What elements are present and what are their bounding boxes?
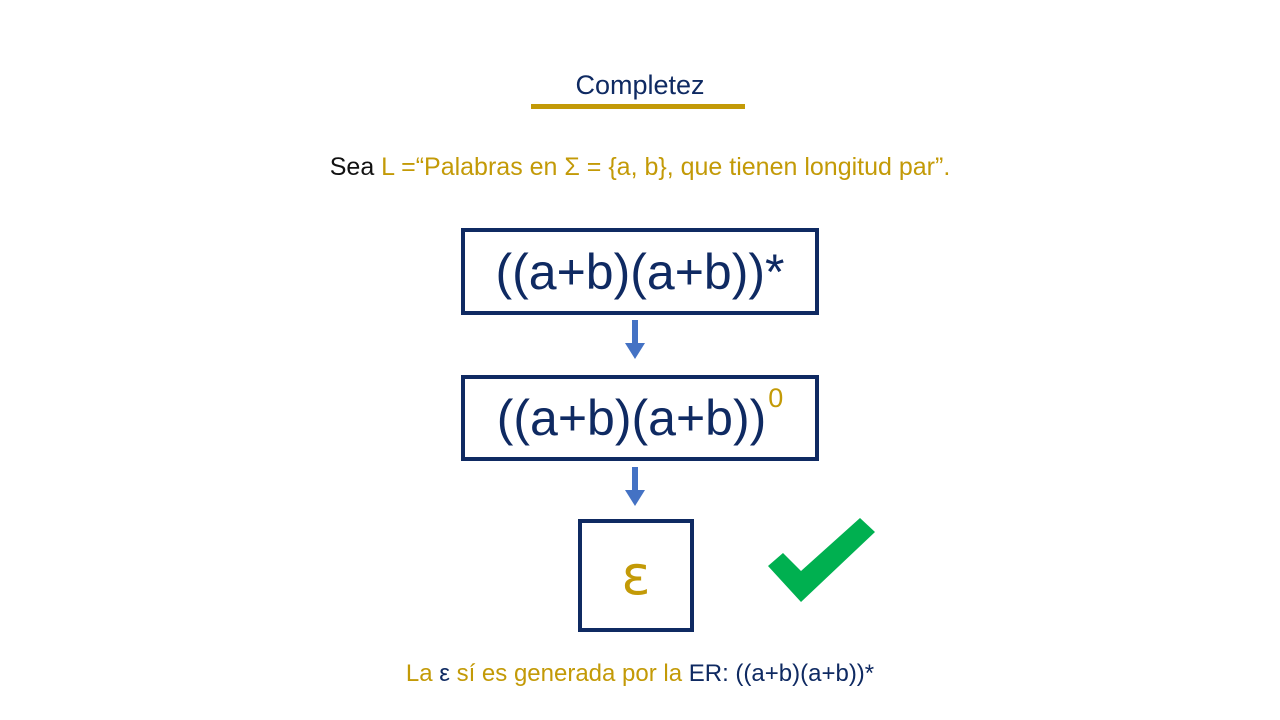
regex-zero-power-box: ((a+b)(a+b))0 [461,375,819,461]
footer-part1: La [405,660,440,687]
regex-text: ((a+b)(a+b))* [495,243,785,300]
conclusion-text: La ε sí es generada por la ER: ((a+b)(a+… [0,660,1280,688]
regex-exponent: 0 [768,382,784,413]
arrow-down-icon [625,320,645,359]
slide-title: Completez [575,70,705,100]
footer-er-label: ER: ((a+b)(a+b))* [688,660,875,687]
regex-box: ((a+b)(a+b))* [461,228,819,315]
title-underline [531,104,745,109]
footer-part2: sí es generada por la [449,660,689,687]
checkmark-icon [768,518,875,602]
regex-base-text: ((a+b)(a+b)) [496,390,767,446]
language-definition: Sea L =“Palabras en Σ = {a, b}, que tien… [0,153,1280,182]
arrow-down-icon [625,467,645,506]
epsilon-box: ε [578,519,694,632]
definition-prefix: Sea [329,153,382,181]
epsilon-symbol: ε [621,544,651,607]
footer-epsilon: ε [439,660,450,687]
definition-text: L =“Palabras en Σ = {a, b}, que tienen l… [381,153,951,181]
